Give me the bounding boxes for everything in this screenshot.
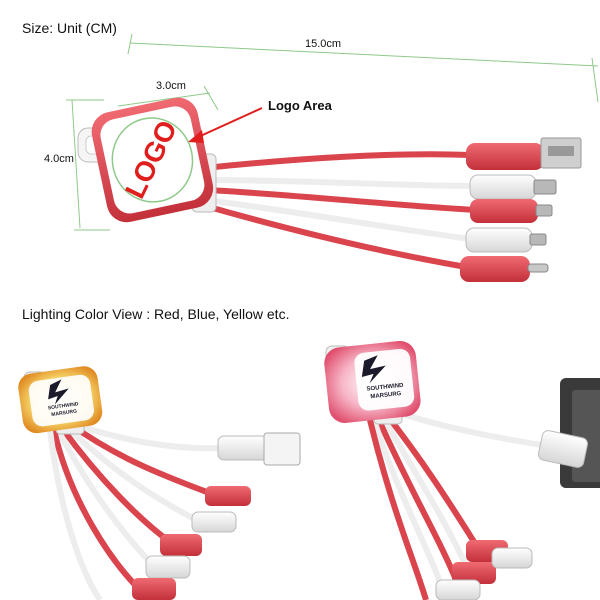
width-dimension-label: 15.0cm [305,38,342,50]
cable-main: LOGO [77,97,582,282]
brand-line1-yellow: SOUTHWIND [48,401,80,411]
brand-line2-pink: MARSURG [370,391,402,400]
square-dimension-label: 3.0cm [156,80,186,92]
hub-pink: SOUTHWIND MARSURG [324,340,421,425]
height-guide-line [71,99,81,229]
logo-area-arrow [188,107,263,143]
cable-pink-view: SOUTHWIND MARSURG [324,340,600,600]
brand-line1-pink: SOUTHWIND [366,383,404,393]
hub-yellow: SOUTHWIND MARSURG [18,366,103,435]
height-dimension-label: 4.0cm [44,153,74,165]
red-connector-micro [470,199,553,223]
size-unit-label: Size: Unit (CM) [22,20,117,36]
usb-connector-pink-view [538,430,588,468]
hub-main: LOGO [77,97,217,223]
brand-line2-yellow: MARSURG [51,409,78,419]
square-guide-line [117,92,211,107]
width-guide-line [129,42,599,67]
logo-area-label: Logo Area [268,98,332,113]
usb-a-connector [466,137,582,170]
red-connector-lightning [460,256,549,282]
white-connector-2 [465,227,547,253]
white-connector-1 [469,174,557,200]
cable-yellow-view: SOUTHWIND MARSURG [18,366,301,600]
usb-connector-yellow-view [217,432,301,466]
lighting-color-label: Lighting Color View : Red, Blue, Yellow … [22,306,290,322]
dimension-guides [66,33,599,231]
